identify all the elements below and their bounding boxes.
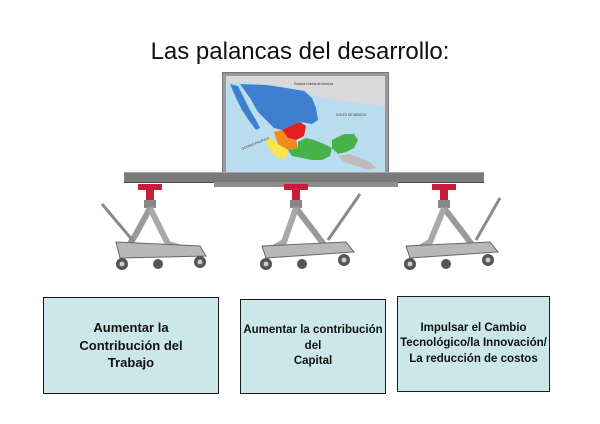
map-label-gulf: GOLFO DE MEXICO bbox=[336, 113, 366, 117]
hydraulic-jack-icon bbox=[254, 184, 378, 280]
lever-box-capital: Aumentar la contribución del Capital bbox=[240, 299, 386, 394]
mexico-map: Estados Unidos de America GOLFO DE MEXIC… bbox=[226, 76, 385, 182]
lever-box-labor: Aumentar la Contribución del Trabajo bbox=[43, 297, 219, 394]
lever-box-labor-text: Aumentar la Contribución del Trabajo bbox=[79, 320, 183, 371]
slide-title: Las palancas del desarrollo: bbox=[150, 38, 450, 65]
lever-box-innovation: Impulsar el Cambio Tecnológico/la Innova… bbox=[397, 296, 550, 392]
lever-box-innovation-text: Impulsar el Cambio Tecnológico/la Innova… bbox=[400, 321, 547, 365]
hydraulic-jack-icon bbox=[96, 184, 220, 280]
map-label-usa: Estados Unidos de America bbox=[294, 82, 333, 86]
lever-box-capital-text: Aumentar la contribución del Capital bbox=[243, 324, 383, 368]
mexico-map-frame: Estados Unidos de America GOLFO DE MEXIC… bbox=[222, 72, 389, 186]
hydraulic-jack-icon bbox=[400, 184, 524, 280]
